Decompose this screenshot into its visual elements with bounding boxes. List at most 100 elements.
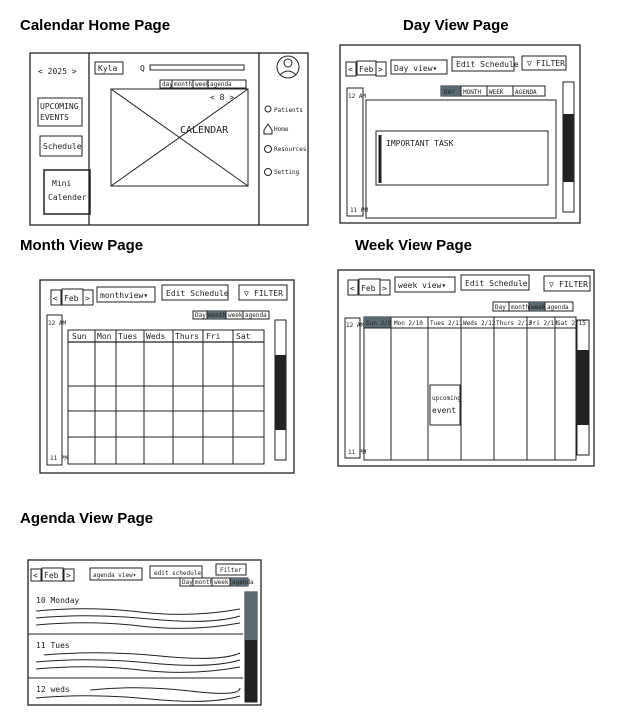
prev-button[interactable] — [30, 568, 42, 582]
filter-label: FILTER — [536, 59, 565, 68]
time-end: 11 PM — [348, 449, 366, 456]
day-header-thu: Thurs 2/13 — [496, 320, 533, 327]
agenda-day-10[interactable]: 10 Monday — [36, 596, 80, 605]
tab-agenda[interactable]: agenda — [210, 81, 232, 88]
month-wireframe: < Feb > monthview▾ Edit Schedule ▽ FILTE… — [39, 279, 295, 474]
search-icon[interactable]: Q — [140, 64, 145, 73]
tab-agenda[interactable]: AGENDA — [515, 89, 537, 96]
filter-button[interactable] — [521, 55, 567, 71]
scrollbar-thumb[interactable] — [563, 114, 574, 182]
edit-schedule-button[interactable] — [161, 284, 229, 301]
agenda-view-tabs[interactable]: Day month week agenda — [179, 577, 254, 587]
agenda-day-12[interactable]: 12 weds — [36, 685, 70, 694]
search-input[interactable] — [149, 64, 245, 71]
upcoming-event[interactable] — [429, 384, 461, 426]
month-selector[interactable] — [41, 567, 64, 582]
avatar[interactable] — [276, 55, 300, 79]
calendar-nav[interactable]: < 8 > — [210, 93, 234, 102]
tab-day[interactable]: Day — [495, 304, 506, 311]
agenda-wireframe: < Feb > agenda view▾ edit schedule Filte… — [27, 559, 262, 706]
time-start: 12 AM — [346, 322, 364, 329]
tab-month[interactable]: month — [511, 304, 529, 311]
day-header-fri: Fri — [206, 332, 221, 341]
filter-icon: ▽ — [549, 280, 554, 289]
tab-month[interactable]: month — [174, 81, 192, 88]
tab-day[interactable]: day — [162, 81, 173, 88]
tab-month[interactable]: MONTH — [463, 89, 481, 96]
tab-week[interactable]: WEEK — [489, 89, 504, 96]
day-header-wed: Weds 2/12 — [463, 320, 496, 327]
edit-schedule-button[interactable] — [460, 274, 530, 291]
view-dropdown[interactable] — [96, 286, 156, 303]
month-view-tabs[interactable]: Day month week agenda — [192, 310, 270, 320]
time-bar[interactable] — [346, 87, 364, 217]
view-dropdown[interactable] — [394, 276, 456, 293]
tab-agenda[interactable]: agenda — [232, 579, 254, 586]
day-header-sat: Sat 2/15 — [557, 320, 586, 327]
prev-button[interactable] — [345, 61, 357, 77]
home-page-title: Calendar Home Page — [20, 17, 171, 34]
side-home[interactable]: Home — [274, 126, 289, 133]
tab-agenda[interactable]: agenda — [245, 312, 267, 319]
day-header-sat: Sat — [236, 332, 251, 341]
next-button[interactable] — [379, 279, 391, 296]
tab-month[interactable]: month — [195, 579, 213, 586]
next-button[interactable] — [82, 289, 94, 306]
upcoming-events-button[interactable] — [37, 97, 83, 127]
gear-icon — [264, 168, 272, 176]
view-dropdown[interactable] — [89, 567, 143, 581]
user-box[interactable] — [94, 61, 124, 75]
day-header-thu: Thurs — [175, 332, 199, 341]
day-view-tabs[interactable]: DAY MONTH WEEK AGENDA — [440, 85, 546, 97]
scrollbar-track-dark — [245, 640, 257, 702]
day-header-sun: Sun 2/9 — [366, 320, 392, 327]
year-selector[interactable]: < 2025 > — [38, 67, 77, 76]
time-bar[interactable] — [46, 314, 63, 466]
tab-day[interactable]: DAY — [444, 89, 455, 96]
month-label: Feb — [64, 294, 79, 303]
filter-button[interactable] — [543, 275, 591, 292]
tab-agenda[interactable]: agenda — [547, 304, 569, 311]
mini-calendar[interactable] — [43, 169, 91, 215]
agenda-page-title: Agenda View Page — [20, 510, 154, 527]
time-start: 12 AM — [48, 320, 66, 327]
agenda-item-line — [35, 615, 241, 622]
agenda-day-11[interactable]: 11 Tues — [36, 641, 70, 650]
tab-week[interactable]: week — [228, 312, 243, 319]
event-line-1: upcoming — [432, 395, 461, 402]
side-setting[interactable]: Setting — [274, 169, 300, 176]
important-task-event[interactable] — [375, 130, 549, 186]
agenda-item-line — [35, 695, 241, 702]
day-grid — [365, 99, 557, 219]
tab-day[interactable]: Day — [182, 579, 193, 586]
next-button[interactable] — [375, 61, 387, 77]
upcoming-label: UPCOMING — [40, 102, 79, 111]
scrollbar-thumb[interactable] — [577, 350, 589, 425]
schedule-button[interactable] — [39, 135, 83, 157]
edit-label: edit schedule — [154, 570, 201, 577]
day-wireframe: < Feb > Day view▾ Edit Schedule ▽ FILTER… — [339, 44, 581, 224]
filter-button[interactable] — [215, 563, 247, 576]
edit-schedule-button[interactable] — [149, 565, 203, 579]
side-resources[interactable]: Resources — [274, 146, 307, 153]
week-view-tabs[interactable]: Day month week agenda — [492, 301, 574, 312]
tab-week[interactable]: week — [214, 579, 229, 586]
time-bar[interactable] — [344, 317, 361, 459]
tab-week[interactable]: week — [195, 81, 210, 88]
view-dropdown[interactable] — [390, 59, 448, 75]
tab-day[interactable]: Day — [195, 312, 206, 319]
side-patients[interactable]: Patients — [274, 107, 303, 114]
edit-schedule-button[interactable] — [451, 56, 515, 72]
scrollbar-thumb[interactable] — [245, 592, 257, 640]
view-label: week view▾ — [398, 281, 446, 290]
next-arrow: > — [382, 284, 387, 293]
next-button[interactable] — [63, 568, 75, 582]
tab-week[interactable]: week — [531, 304, 546, 311]
tab-month[interactable]: month — [208, 312, 226, 319]
prev-button[interactable] — [347, 279, 359, 296]
scrollbar-thumb[interactable] — [275, 355, 286, 430]
day-header-mon: Mon — [97, 332, 112, 341]
prev-button[interactable] — [50, 289, 62, 306]
home-view-tabs[interactable]: day month week agenda — [159, 79, 247, 89]
filter-button[interactable] — [238, 284, 288, 301]
